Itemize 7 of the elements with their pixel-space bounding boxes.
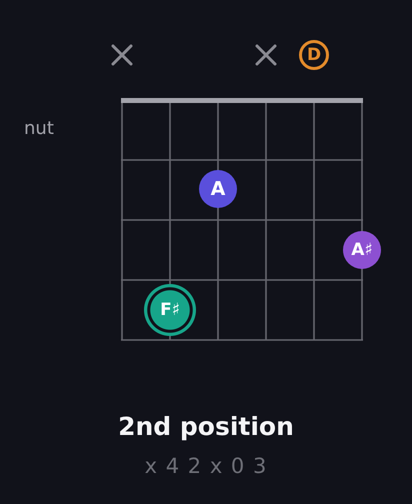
note-marker: A♯: [343, 231, 381, 269]
nut-label: nut: [24, 118, 54, 139]
note-marker: A: [199, 170, 237, 208]
position-title: 2nd position: [117, 412, 295, 441]
fingering-text: x 4 2 x 0 3: [144, 454, 268, 478]
open-string-marker: D: [299, 40, 329, 70]
root-note-marker: F♯: [144, 284, 196, 336]
